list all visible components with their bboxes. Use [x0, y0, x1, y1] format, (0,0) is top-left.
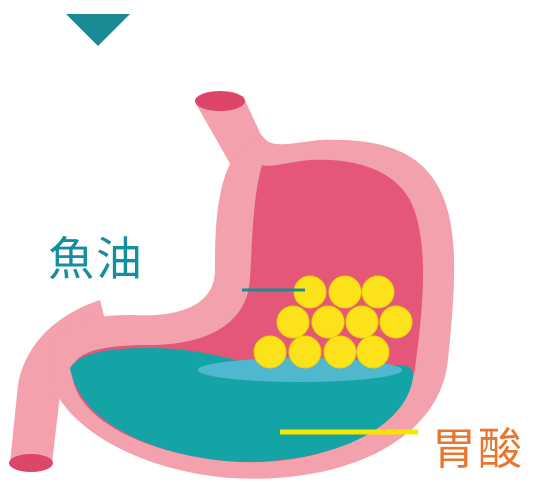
down-triangle-icon — [66, 14, 130, 46]
oil-droplet — [361, 275, 395, 309]
fish-oil-label: 魚油 — [48, 232, 144, 286]
oil-droplet — [288, 335, 322, 369]
oil-droplet — [345, 305, 379, 339]
oil-droplet — [293, 275, 327, 309]
esophagus-opening — [195, 91, 245, 111]
duodenum-opening — [9, 454, 53, 472]
oil-droplet — [323, 335, 357, 369]
oil-droplet — [311, 305, 345, 339]
oil-droplet — [379, 305, 413, 339]
oil-droplet — [253, 335, 287, 369]
oil-droplet — [356, 335, 390, 369]
oil-droplet — [328, 275, 362, 309]
stomach-acid-label: 胃酸 — [432, 424, 524, 475]
oil-droplet — [276, 305, 310, 339]
fish-oil-droplets — [253, 275, 413, 369]
